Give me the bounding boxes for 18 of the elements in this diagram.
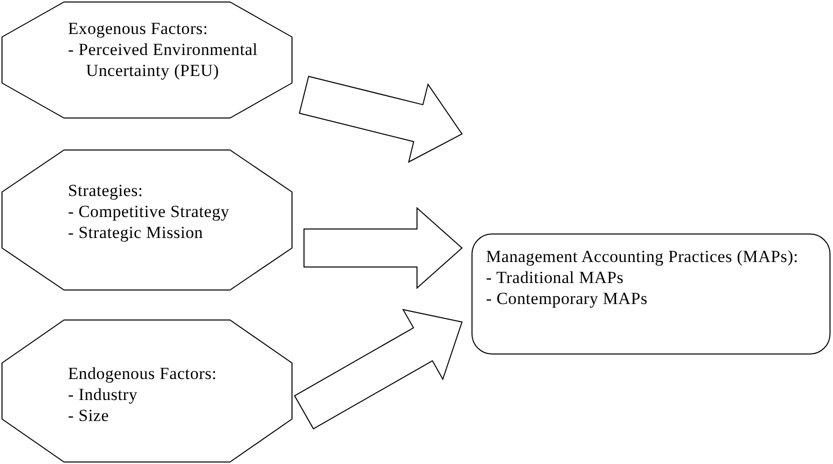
heading-text: Management Accounting Practices (MAPs): bbox=[486, 246, 800, 267]
list-item: - Strategic Mission bbox=[68, 222, 204, 243]
block-arrow bbox=[304, 206, 463, 290]
heading-text: Endogenous Factors: bbox=[68, 363, 218, 384]
list-item: - Industry bbox=[68, 384, 139, 405]
block-arrow bbox=[298, 76, 463, 163]
octagon-shape bbox=[2, 320, 292, 462]
list-item: - Size bbox=[68, 405, 110, 426]
list-item: - Perceived Environmental Uncertainty (PEU) bbox=[68, 39, 259, 81]
octagon-shape bbox=[2, 2, 292, 118]
octagon-shape bbox=[2, 150, 292, 290]
list-item: - Competitive Strategy bbox=[68, 201, 230, 222]
rounded-box bbox=[472, 234, 830, 354]
heading-text: Strategies: bbox=[68, 180, 144, 201]
list-item: - Traditional MAPs bbox=[486, 267, 625, 288]
list-item: - Contemporary MAPs bbox=[486, 288, 649, 309]
heading-text: Exogenous Factors: bbox=[68, 18, 209, 39]
block-arrow bbox=[294, 308, 463, 430]
